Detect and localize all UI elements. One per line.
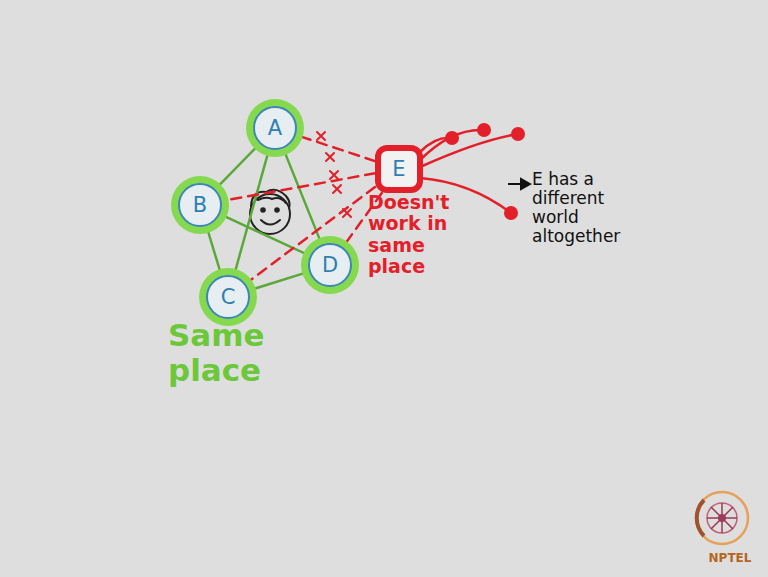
outsider-node: E xyxy=(375,145,423,193)
work-link xyxy=(206,226,221,276)
note-text: Doesn't work in same place xyxy=(368,192,468,277)
annotation-text: E has a different world altogether xyxy=(532,170,652,246)
person-node: A xyxy=(253,106,297,150)
node-label: C xyxy=(221,287,236,308)
work-link xyxy=(283,148,322,244)
work-link xyxy=(234,149,269,276)
node-label: B xyxy=(193,195,207,216)
node-label: A xyxy=(268,118,282,139)
pointer-arrow xyxy=(508,179,530,189)
broken-link xyxy=(222,173,375,201)
person-node: C xyxy=(206,275,250,319)
work-link xyxy=(249,272,309,291)
person-node: B xyxy=(178,183,222,227)
broken-link xyxy=(296,135,375,161)
work-link xyxy=(215,144,259,189)
node-label: E xyxy=(392,159,405,180)
outside-contacts xyxy=(445,123,525,220)
work-link xyxy=(220,214,310,256)
person-node: D xyxy=(308,243,352,287)
group-label: Same place xyxy=(168,318,358,387)
cross-marks xyxy=(317,132,351,217)
node-label: D xyxy=(322,255,338,276)
watermark: NPTEL xyxy=(700,552,760,565)
smiley-face xyxy=(250,190,290,234)
nptel-emblem xyxy=(696,492,748,544)
